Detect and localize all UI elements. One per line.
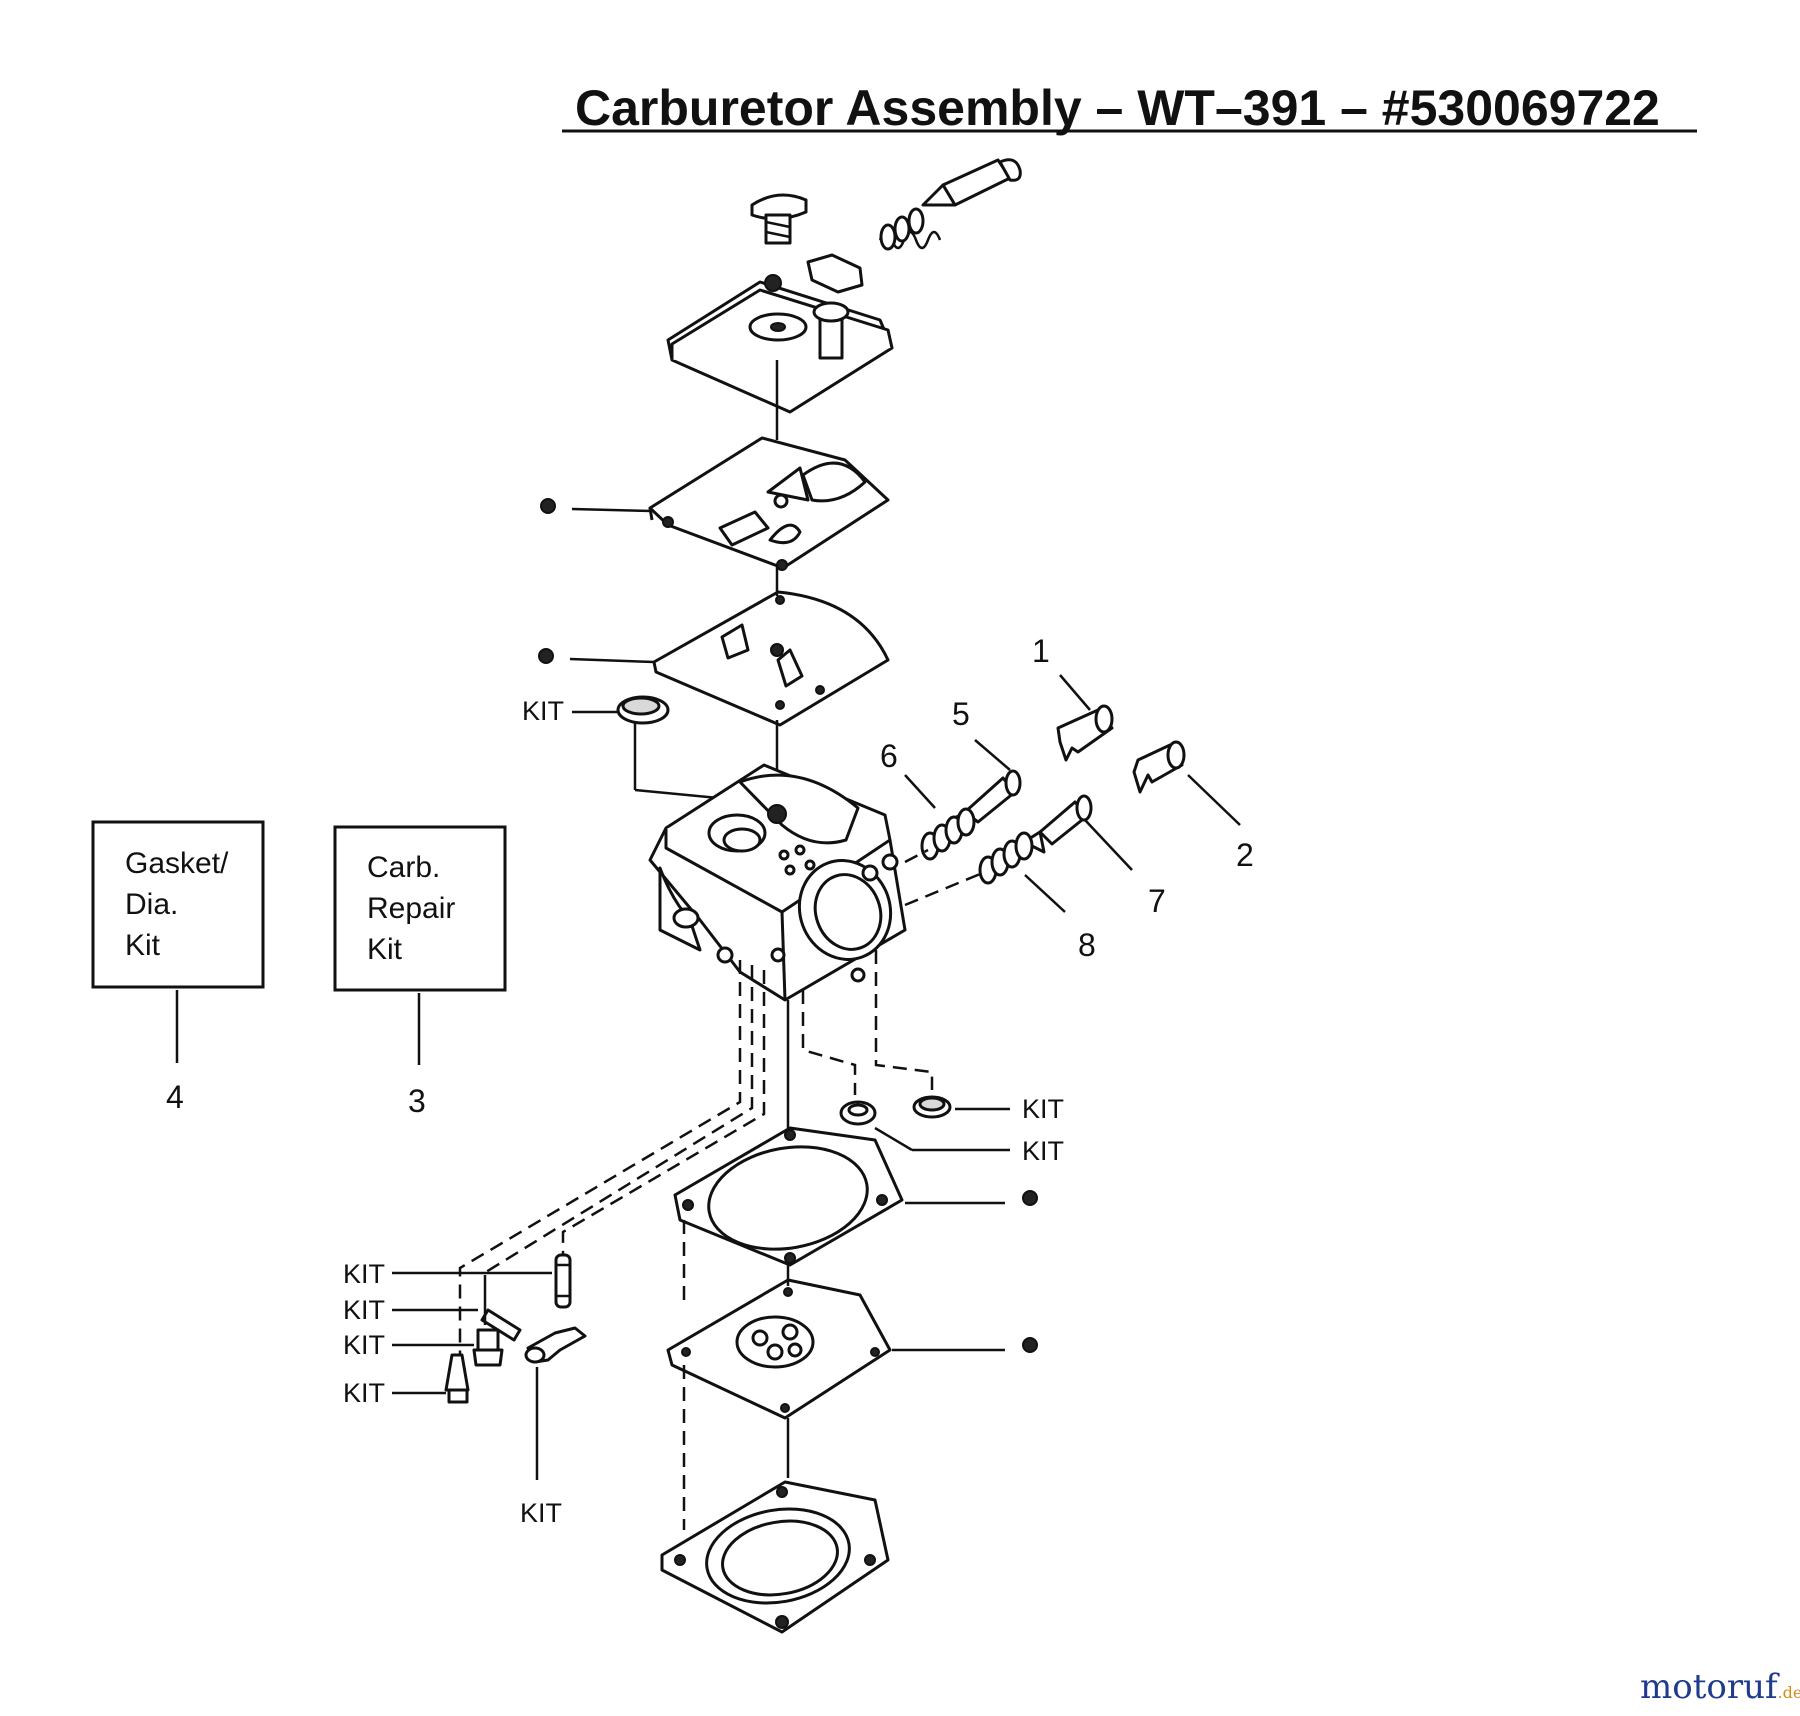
pump-diaphragm — [666, 1278, 892, 1420]
spring-8 — [978, 831, 1034, 885]
screw-small — [472, 1328, 504, 1367]
kit-label-o-ring: KIT — [1022, 1136, 1064, 1166]
kit-label-screen-small: KIT — [1022, 1094, 1064, 1124]
diaphragm-upper — [652, 590, 890, 727]
o-ring — [839, 1100, 877, 1126]
kit-label-pin: KIT — [343, 1259, 385, 1289]
carb-repair-kit-box: Carb. Repair Kit 3 — [333, 825, 507, 1119]
kit-label-needle: KIT — [343, 1378, 385, 1408]
limiter-cap-1 — [1056, 704, 1114, 762]
pump-gasket — [673, 1126, 904, 1267]
limiter-cap-2 — [1132, 740, 1186, 794]
carburetor-body — [648, 763, 907, 1002]
repair-kit-line1: Carb. — [367, 851, 440, 884]
inlet-needle — [444, 1353, 470, 1404]
gasket-dia-kit-box: Gasket/ Dia. Kit 4 — [91, 820, 265, 1115]
callout-5: 5 — [952, 696, 970, 732]
callout-7: 7 — [1148, 883, 1166, 919]
gasket-kit-number: 4 — [166, 1079, 184, 1115]
watermark-brand: motoruf — [1640, 1667, 1780, 1707]
kit-label-lever: KIT — [520, 1498, 562, 1528]
svg-text:motoruf.de: motoruf.de — [1640, 1667, 1800, 1707]
pump-cover — [660, 1480, 890, 1634]
callout-6: 6 — [880, 738, 898, 774]
gasket-kit-line1: Gasket/ — [125, 847, 229, 880]
callout-8: 8 — [1078, 927, 1096, 963]
watermark-suffix: .de — [1778, 1683, 1800, 1702]
callout-1: 1 — [1032, 633, 1050, 669]
repair-kit-line3: Kit — [367, 933, 403, 966]
bullet-marker — [538, 648, 554, 664]
bullet-marker — [540, 498, 556, 514]
bullet-marker — [1022, 1190, 1038, 1206]
metering-cover — [666, 158, 1022, 414]
spring-6 — [920, 807, 976, 861]
small-screen — [912, 1095, 952, 1119]
inlet-screen — [616, 695, 761, 804]
repair-kit-number: 3 — [408, 1083, 426, 1119]
gasket-upper — [648, 436, 890, 571]
callout-2: 2 — [1236, 837, 1254, 873]
gasket-kit-line3: Kit — [125, 929, 161, 962]
kit-label-shaft: KIT — [343, 1295, 385, 1325]
metering-lever — [524, 1326, 587, 1364]
kit-label-screw: KIT — [343, 1330, 385, 1360]
bullet-marker — [1022, 1337, 1038, 1353]
kit-label-screen: KIT — [522, 696, 564, 726]
pin — [554, 1253, 572, 1309]
diagram-title: Carburetor Assembly – WT–391 – #53006972… — [575, 80, 1660, 136]
repair-kit-line2: Repair — [367, 892, 455, 925]
watermark: motoruf.de — [1640, 1667, 1800, 1707]
needle-7 — [1022, 794, 1093, 854]
gasket-kit-line2: Dia. — [125, 888, 178, 921]
